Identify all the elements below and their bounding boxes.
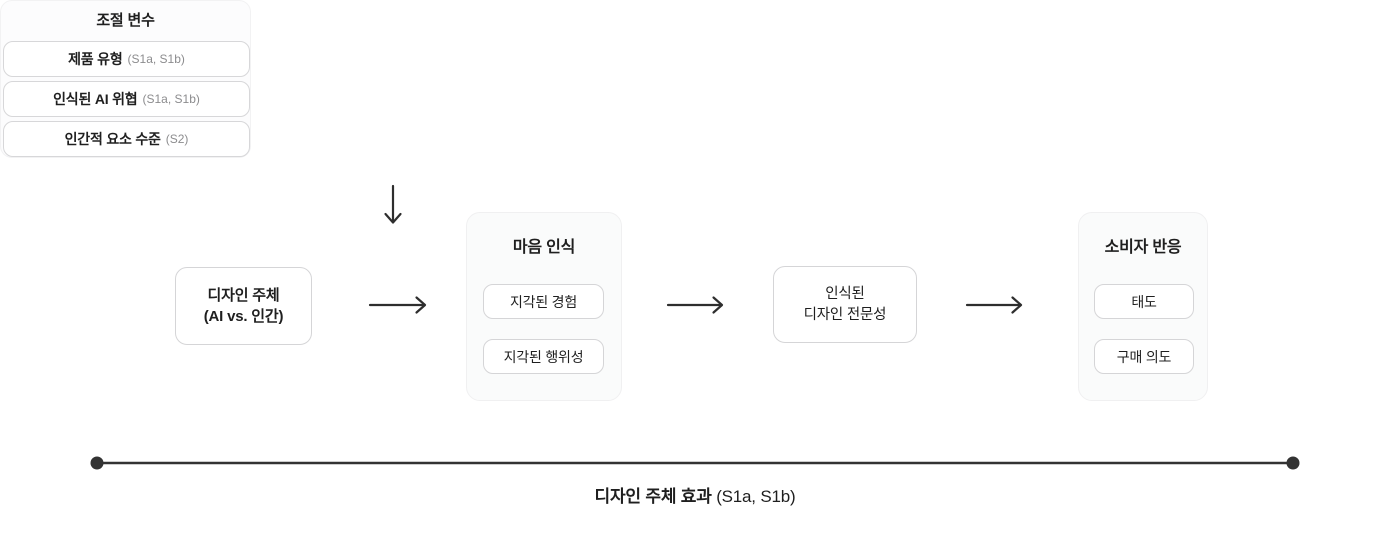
moderators-group: 조절 변수 제품 유형 (S1a, S1b) 인식된 AI 위협 (S1a, S… — [0, 0, 251, 158]
moderators-title: 조절 변수 — [96, 12, 155, 29]
design-agent-line1: 디자인 주체 — [207, 287, 280, 304]
moderator-label: 인식된 AI 위협 — [53, 91, 138, 107]
design-expertise-line2: 디자인 전문성 — [803, 306, 887, 323]
effect-endpoint-left — [90, 456, 104, 470]
moderator-label: 제품 유형 — [68, 51, 123, 67]
attitude-box: 태도 — [1094, 284, 1194, 319]
mind-perception-group: 마음 인식 지각된 경험 지각된 행위성 — [466, 212, 622, 401]
moderator-human-element-level: 인간적 요소 수준 (S2) — [3, 121, 250, 157]
design-expertise-box: 인식된 디자인 전문성 — [773, 266, 917, 343]
moderator-study-note: (S2) — [165, 132, 189, 146]
effect-span-line — [90, 456, 1300, 470]
arrow-right-icon — [666, 296, 724, 314]
design-agent-box: 디자인 주체 (AI vs. 인간) — [175, 267, 312, 345]
moderator-product-type: 제품 유형 (S1a, S1b) — [3, 41, 250, 77]
design-expertise-line1: 인식된 — [825, 285, 865, 302]
arrow-down-icon — [384, 184, 402, 224]
design-agent-line2: (AI vs. 인간) — [203, 308, 284, 325]
mind-perception-title: 마음 인식 — [512, 239, 576, 256]
moderator-study-note: (S1a, S1b) — [142, 92, 200, 106]
moderator-label: 인간적 요소 수준 — [64, 131, 161, 147]
purchase-intention-box: 구매 의도 — [1094, 339, 1194, 374]
consumer-response-title: 소비자 반응 — [1104, 239, 1182, 256]
perceived-experience-box: 지각된 경험 — [483, 284, 604, 319]
perceived-agency-box: 지각된 행위성 — [483, 339, 604, 374]
consumer-response-group: 소비자 반응 태도 구매 의도 — [1078, 212, 1208, 401]
effect-endpoint-right — [1286, 456, 1300, 470]
effect-label-main: 디자인 주체 효과 — [594, 487, 712, 506]
moderator-study-note: (S1a, S1b) — [127, 52, 185, 66]
moderator-perceived-ai-threat: 인식된 AI 위협 (S1a, S1b) — [3, 81, 250, 117]
arrow-right-icon — [368, 296, 427, 314]
effect-label-note: (S1a, S1b) — [716, 487, 796, 506]
arrow-right-icon — [965, 296, 1023, 314]
effect-label: 디자인 주체 효과 (S1a, S1b) — [495, 482, 895, 507]
